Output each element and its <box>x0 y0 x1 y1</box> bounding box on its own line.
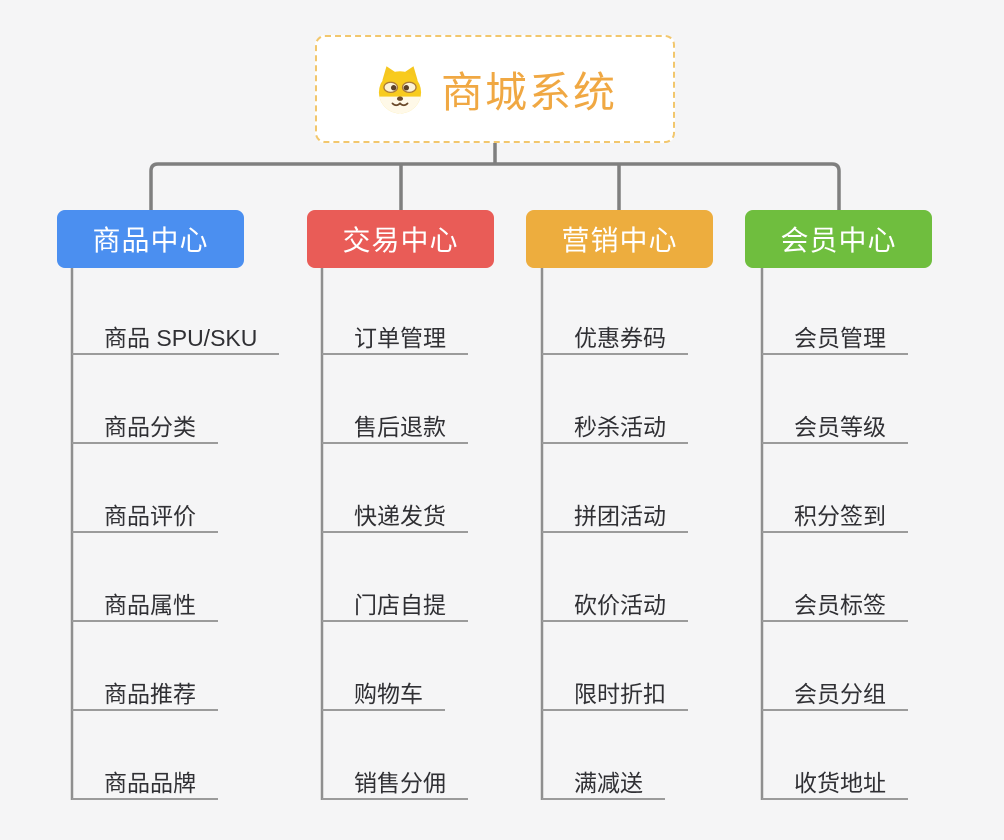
leaf-item[interactable]: 商品属性 <box>72 590 218 622</box>
leaf-item[interactable]: 拼团活动 <box>542 501 688 533</box>
leaf-item[interactable]: 会员标签 <box>762 590 908 622</box>
branch-node-product[interactable]: 商品中心 <box>57 210 244 268</box>
leaf-item[interactable]: 商品评价 <box>72 501 218 533</box>
leaf-item[interactable]: 门店自提 <box>322 590 468 622</box>
leaf-item[interactable]: 销售分佣 <box>322 768 468 800</box>
leaf-item[interactable]: 满减送 <box>542 768 665 800</box>
leaf-item[interactable]: 会员等级 <box>762 412 908 444</box>
leaf-item[interactable]: 购物车 <box>322 679 445 711</box>
leaf-item[interactable]: 商品分类 <box>72 412 218 444</box>
root-title: 商城系统 <box>440 68 617 116</box>
leaf-item[interactable]: 订单管理 <box>322 323 468 355</box>
leaf-item[interactable]: 会员管理 <box>762 323 908 355</box>
branch-node-member[interactable]: 会员中心 <box>745 210 932 268</box>
root-node-mall-system[interactable]: 商城系统 <box>315 35 675 143</box>
leaf-item[interactable]: 秒杀活动 <box>542 412 688 444</box>
leaf-item[interactable]: 收货地址 <box>762 768 908 800</box>
leaf-item[interactable]: 砍价活动 <box>542 590 688 622</box>
leaf-item[interactable]: 积分签到 <box>762 501 908 533</box>
branch-node-trade[interactable]: 交易中心 <box>307 210 494 268</box>
leaf-item[interactable]: 会员分组 <box>762 679 908 711</box>
leaf-item[interactable]: 商品品牌 <box>72 768 218 800</box>
leaf-item[interactable]: 快递发货 <box>322 501 468 533</box>
leaf-item[interactable]: 商品推荐 <box>72 679 218 711</box>
dog-face-icon <box>378 66 422 114</box>
leaf-item[interactable]: 限时折扣 <box>542 679 688 711</box>
leaf-item[interactable]: 优惠券码 <box>542 323 688 355</box>
leaf-item[interactable]: 商品 SPU/SKU <box>72 323 280 355</box>
branch-node-marketing[interactable]: 营销中心 <box>526 210 713 268</box>
leaf-item[interactable]: 售后退款 <box>322 412 468 444</box>
